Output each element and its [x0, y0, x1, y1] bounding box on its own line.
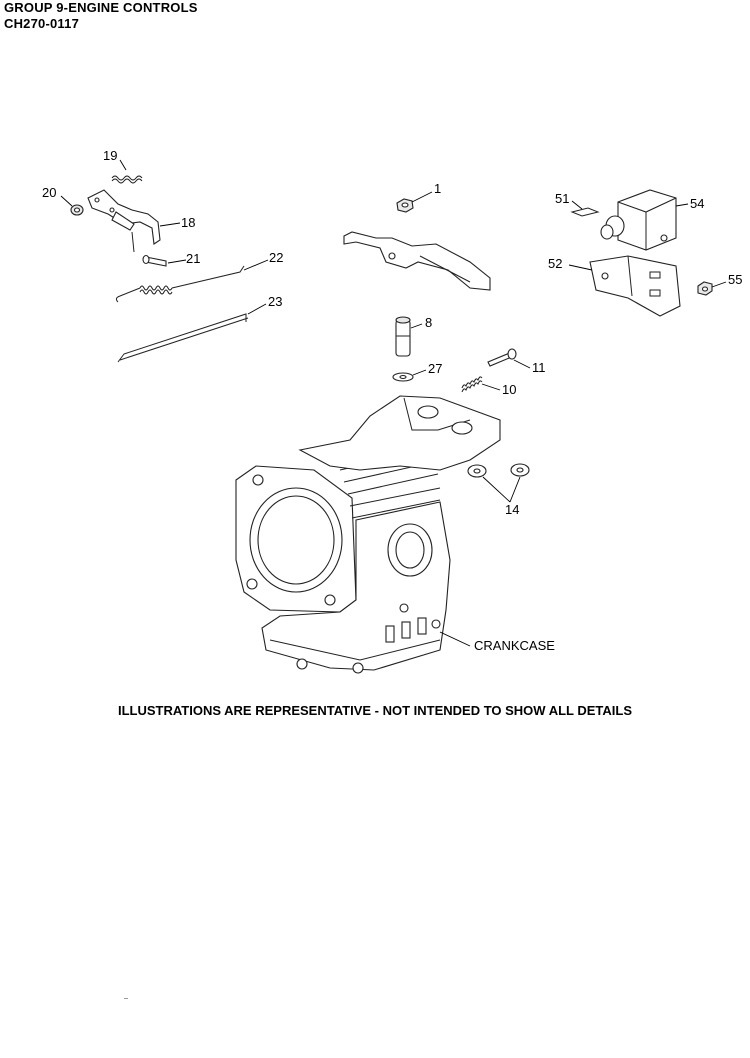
callout-22: 22	[269, 250, 283, 265]
callout-11: 11	[532, 360, 546, 375]
callout-55: 55	[728, 272, 742, 287]
part-19-spring	[111, 175, 143, 184]
part-8-stud	[395, 316, 411, 357]
part-21-pin	[142, 254, 167, 267]
part-27-washer	[392, 372, 414, 382]
callout-18: 18	[181, 215, 195, 230]
callout-crankcase: CRANKCASE	[474, 638, 555, 653]
part-14-washers	[467, 463, 530, 478]
group-title: GROUP 9-ENGINE CONTROLS	[4, 0, 198, 15]
crankcase-assembly	[235, 395, 501, 674]
part-55-nut	[697, 281, 713, 296]
callout-52: 52	[548, 256, 562, 271]
part-10-spring	[461, 376, 483, 393]
callout-23: 23	[268, 294, 282, 309]
callout-51: 51	[555, 191, 569, 206]
part-22-rod-spring	[115, 265, 245, 303]
callout-10: 10	[502, 382, 516, 397]
leader-lines	[60, 159, 727, 647]
part-20-nut	[70, 204, 84, 216]
callout-20: 20	[42, 185, 56, 200]
callout-19: 19	[103, 148, 117, 163]
part-18-lever	[87, 189, 161, 253]
part-54-solenoid	[600, 189, 677, 251]
callout-54: 54	[690, 196, 704, 211]
part-52-bracket	[589, 255, 681, 317]
page-mark	[124, 998, 128, 999]
part-1-flange-nut	[396, 198, 414, 213]
callout-8: 8	[425, 315, 432, 330]
callout-14: 14	[505, 502, 519, 517]
callout-1: 1	[434, 181, 441, 196]
model-code: CH270-0117	[4, 16, 79, 31]
illustration-disclaimer: ILLUSTRATIONS ARE REPRESENTATIVE - NOT I…	[118, 703, 632, 718]
part-51-clip	[570, 207, 600, 217]
part-11-screw	[487, 348, 517, 367]
callout-27: 27	[428, 361, 442, 376]
callout-21: 21	[186, 251, 200, 266]
control-bracket	[343, 231, 491, 291]
part-23-link	[117, 313, 249, 363]
